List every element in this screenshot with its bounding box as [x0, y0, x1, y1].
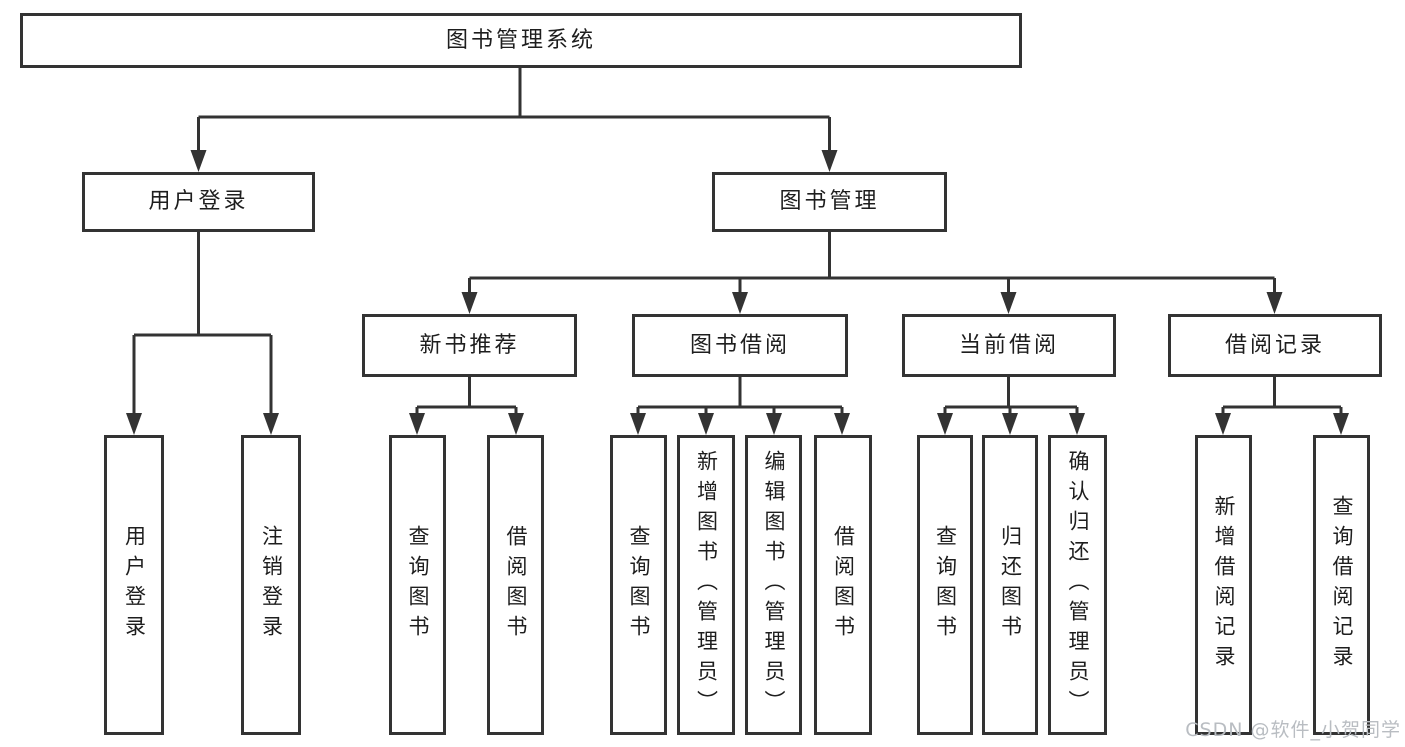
leaf-recommend-query-books-label: 查询图书: [406, 525, 430, 645]
leaf-edit-books-admin-label: 编辑图书（管理员）: [762, 450, 786, 720]
node-book-borrow: 图书借阅: [632, 314, 848, 377]
node-borrow-records-label: 借阅记录: [1224, 332, 1325, 358]
leaf-add-borrow-record-label: 新增借阅记录: [1212, 495, 1236, 675]
csdn-watermark: CSDN @软件_小贺同学: [1185, 719, 1401, 741]
arrowheads: [126, 150, 1349, 435]
leaf-add-books-admin: 新增图书（管理员）: [677, 435, 735, 735]
leaf-logout: 注销登录: [241, 435, 301, 735]
leaf-borrow-query-books: 查询图书: [610, 435, 667, 735]
leaf-user-login-label: 用户登录: [122, 525, 147, 645]
leaf-edit-books-admin: 编辑图书（管理员）: [745, 435, 802, 735]
node-current-borrow-label: 当前借阅: [958, 332, 1059, 358]
leaf-query-borrow-record: 查询借阅记录: [1313, 435, 1370, 735]
node-user-login: 用户登录: [82, 172, 315, 232]
node-book-management: 图书管理: [712, 172, 947, 232]
leaf-add-books-admin-label: 新增图书（管理员）: [694, 450, 719, 720]
leaf-recommend-query-books: 查询图书: [389, 435, 446, 735]
node-book-borrow-label: 图书借阅: [689, 332, 790, 358]
leaf-logout-label: 注销登录: [259, 525, 284, 645]
node-user-login-label: 用户登录: [148, 189, 249, 214]
leaf-current-query-books: 查询图书: [917, 435, 973, 735]
node-new-book-recommend-label: 新书推荐: [419, 332, 520, 358]
leaf-confirm-return-admin: 确认归还（管理员）: [1048, 435, 1107, 735]
leaf-borrow-query-books-label: 查询图书: [627, 525, 651, 645]
node-borrow-records: 借阅记录: [1168, 314, 1382, 377]
leaf-borrow-books: 借阅图书: [814, 435, 872, 735]
leaf-recommend-borrow-books-label: 借阅图书: [504, 525, 528, 645]
node-current-borrow: 当前借阅: [902, 314, 1116, 377]
leaf-return-books: 归还图书: [982, 435, 1038, 735]
leaf-add-borrow-record: 新增借阅记录: [1195, 435, 1252, 735]
leaf-query-borrow-record-label: 查询借阅记录: [1330, 495, 1354, 675]
leaf-return-books-label: 归还图书: [998, 525, 1023, 645]
node-root: 图书管理系统: [20, 13, 1022, 68]
node-new-book-recommend: 新书推荐: [362, 314, 577, 377]
node-root-label: 图书管理系统: [445, 27, 596, 53]
leaf-current-query-books-label: 查询图书: [933, 525, 958, 645]
node-book-management-label: 图书管理: [779, 189, 880, 214]
leaf-user-login: 用户登录: [104, 435, 164, 735]
leaf-borrow-books-label: 借阅图书: [831, 525, 856, 645]
connector-paths: [132, 68, 1343, 417]
leaf-confirm-return-admin-label: 确认归还（管理员）: [1066, 450, 1090, 720]
leaf-recommend-borrow-books: 借阅图书: [487, 435, 544, 735]
